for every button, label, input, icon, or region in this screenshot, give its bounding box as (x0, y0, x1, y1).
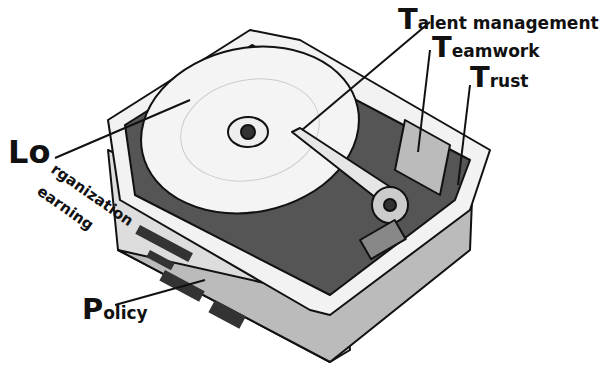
part-label: Talent management (398, 2, 599, 36)
part-label: Lo (8, 133, 50, 171)
leader-line (418, 50, 430, 152)
part-label: Teamwork (432, 30, 540, 64)
part-label: Policy (82, 292, 148, 326)
leader-line (302, 22, 430, 130)
leader-line (458, 85, 470, 185)
part-label: Trust (470, 60, 528, 94)
leader-line (115, 280, 205, 305)
leader-line (55, 100, 190, 158)
